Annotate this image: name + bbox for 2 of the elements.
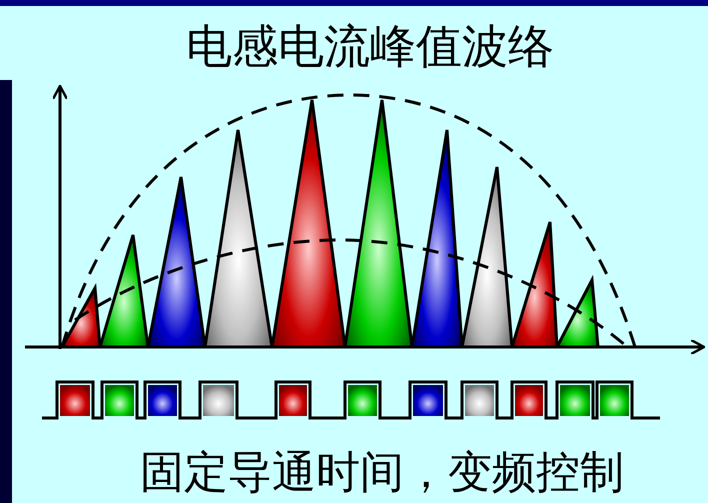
title: 电感电流峰值波络 bbox=[185, 18, 555, 74]
caption: 固定导通时间，变频控制 bbox=[139, 446, 625, 500]
